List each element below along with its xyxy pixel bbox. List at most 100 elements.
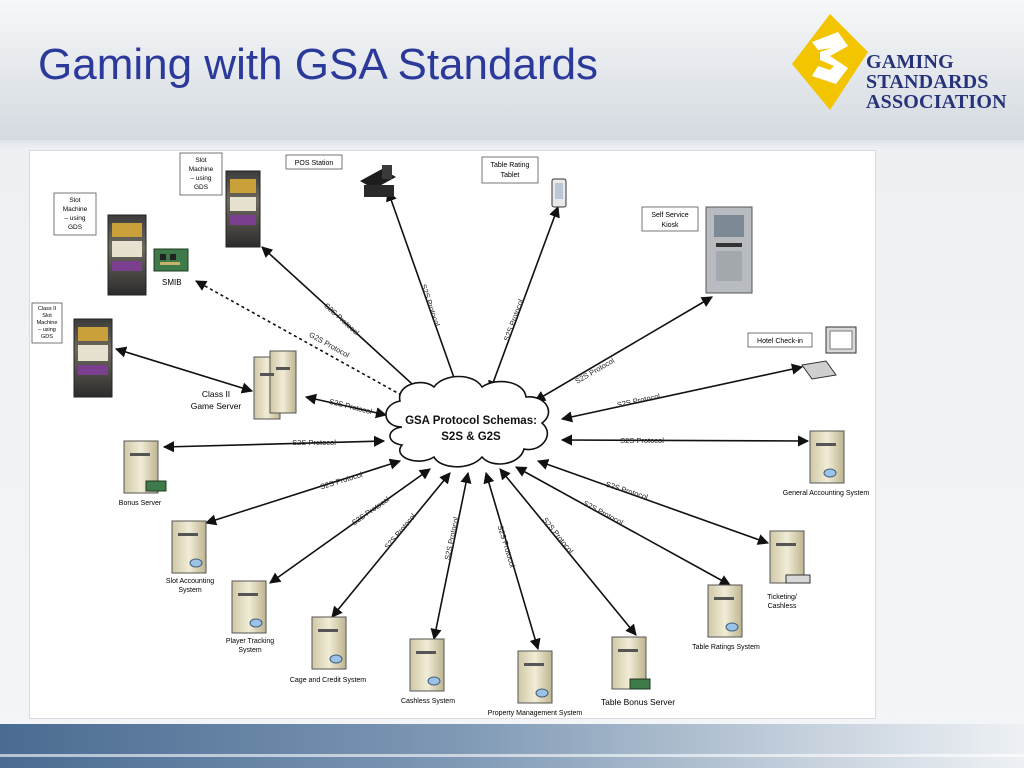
label-g2s-smib: G2S Protocol [308, 330, 352, 360]
slot-accounting-label-1: Slot Accounting [166, 578, 214, 585]
edge-cage [331, 472, 451, 618]
table-bonus-server: Table Bonus Server [601, 636, 675, 707]
label-s2s-cashless: S2S Protocol [443, 516, 461, 561]
edge-cashless [430, 471, 472, 641]
class2-slot-label-1: Class II [38, 306, 57, 312]
class2-slot-label-3: Machine [37, 320, 58, 326]
table-rating-tablet: Table Rating Tablet [481, 156, 567, 208]
logo-line-3: ASSOCIATION [866, 91, 1007, 113]
label-s2s-tablet: S2S Protocol [502, 298, 526, 343]
protocol-hub-cloud: GSA Protocol Schemas: S2S & G2S [385, 375, 550, 468]
player-tracking-server: Player Tracking System [226, 580, 274, 654]
label-s2s-slot-top: S2S Protocol [322, 301, 361, 337]
footer-line [0, 754, 1024, 757]
pos-station: POS Station [285, 154, 396, 197]
gsa-logo [790, 12, 1005, 112]
gsa-logo-text: GAMING STANDARDS ASSOCIATION [866, 52, 1007, 112]
label-s2s-hotel: S2S Protocol [616, 392, 661, 410]
edge-kiosk [534, 296, 713, 402]
slot-left-label-4: GDS [68, 224, 83, 231]
logo-line-1: GAMING [866, 51, 954, 73]
table-ratings-server: Table Ratings System [692, 584, 760, 651]
property-management-label: Property Management System [488, 710, 583, 717]
label-s2s-class2: S2S Protocol [328, 397, 373, 416]
kiosk-label-2: Kiosk [661, 222, 679, 229]
general-accounting-server: General Accounting System [783, 430, 870, 497]
class2-slot-label-4: – using [38, 327, 56, 333]
bonus-server-label: Bonus Server [119, 500, 162, 507]
edge-pos [386, 189, 460, 391]
edge-table-bonus [499, 468, 637, 636]
slot-machine-top: Slot Machine – using GDS [179, 152, 261, 248]
label-s2s-property: S2S Protocol [496, 524, 518, 569]
slot-top-label-4: GDS [194, 184, 209, 191]
network-diagram: S2S Protocol G2S Protocol S2S Protocol S… [29, 150, 876, 719]
cage-credit-server: Cage and Credit System [290, 616, 366, 684]
label-s2s-general: S2S Protocol [620, 436, 664, 445]
edge-general [560, 434, 810, 447]
class2-slot-label-2: Slot [42, 313, 52, 319]
label-s2s-slot-accounting: S2S Protocol [319, 470, 364, 492]
edge-ticketing [536, 459, 770, 545]
cashless-server: Cashless System [401, 638, 455, 705]
slot-top-label-3: – using [191, 175, 212, 182]
edge-tablet [488, 205, 560, 393]
edge-bonus [162, 435, 386, 453]
slot-top-label-2: Machine [189, 166, 214, 173]
diagram-canvas: S2S Protocol G2S Protocol S2S Protocol S… [31, 152, 870, 717]
class2-game-server: Class II Game Server [191, 350, 297, 420]
label-s2s-pos: S2S Protocol [419, 283, 442, 328]
label-s2s-bonus: S2S Protocol [292, 438, 336, 447]
bonus-server: Bonus Server [119, 440, 167, 507]
player-tracking-label-2: System [238, 647, 262, 654]
smib-board: SMIB [153, 248, 189, 287]
pos-label: POS Station [295, 160, 334, 167]
hotel-label: Hotel Check-in [757, 338, 803, 345]
label-s2s-cage: S2S Protocol [383, 511, 418, 551]
slot-accounting-label-2: System [178, 587, 202, 594]
slot-left-label-2: Machine [63, 206, 88, 213]
footer-band [0, 724, 1024, 768]
slot-accounting-server: Slot Accounting System [166, 520, 214, 594]
class2-server-label-1: Class II [202, 389, 230, 399]
edges [114, 189, 810, 651]
logo-line-2: STANDARDS [866, 71, 989, 93]
slot-left-label-1: Slot [69, 197, 80, 204]
label-s2s-kiosk: S2S Protocol [574, 356, 617, 386]
ticketing-label-1: Ticketing/ [767, 594, 797, 601]
property-management-server: Property Management System [488, 650, 583, 717]
slot-machine-left: Slot Machine – using GDS [53, 192, 147, 296]
label-s2s-table-bonus: S2S Protocol [541, 516, 576, 556]
hub-title-line1: GSA Protocol Schemas: [405, 415, 537, 427]
gsa-logo-mark-icon [792, 14, 868, 110]
slide-title: Gaming with GSA Standards [38, 40, 599, 89]
cage-credit-label: Cage and Credit System [290, 677, 366, 684]
self-service-kiosk: Self Service Kiosk [641, 206, 753, 294]
slot-top-label-1: Slot [195, 157, 206, 164]
label-s2s-ticketing: S2S Protocol [605, 480, 650, 502]
tablet-label-2: Tablet [501, 172, 520, 179]
kiosk-label-1: Self Service [651, 212, 688, 219]
slot-left-label-3: – using [65, 215, 86, 222]
edge-hotel [560, 363, 804, 423]
table-ratings-label: Table Ratings System [692, 644, 760, 651]
label-s2s-player: S2S Protocol [350, 495, 391, 528]
ticketing-cashless: Ticketing/ Cashless [767, 530, 811, 610]
smib-label: SMIB [162, 278, 182, 287]
class2-server-label-2: Game Server [191, 401, 242, 411]
cashless-label: Cashless System [401, 698, 455, 705]
class2-slot-machine: Class II Slot Machine – using GDS [31, 302, 113, 398]
player-tracking-label-1: Player Tracking [226, 638, 274, 645]
class2-slot-label-5: GDS [41, 334, 53, 340]
label-s2s-table-ratings: S2S Protocol [582, 499, 625, 528]
general-accounting-label: General Accounting System [783, 490, 870, 497]
hub-title-line2: S2S & G2S [441, 431, 501, 443]
edge-smib [195, 280, 413, 402]
table-bonus-label: Table Bonus Server [601, 697, 675, 707]
tablet-label-1: Table Rating [491, 162, 530, 169]
edge-class2-server [304, 393, 388, 419]
edge-class2-slot [114, 346, 254, 394]
hotel-checkin: Hotel Check-in [747, 326, 857, 380]
ticketing-label-2: Cashless [768, 603, 797, 610]
